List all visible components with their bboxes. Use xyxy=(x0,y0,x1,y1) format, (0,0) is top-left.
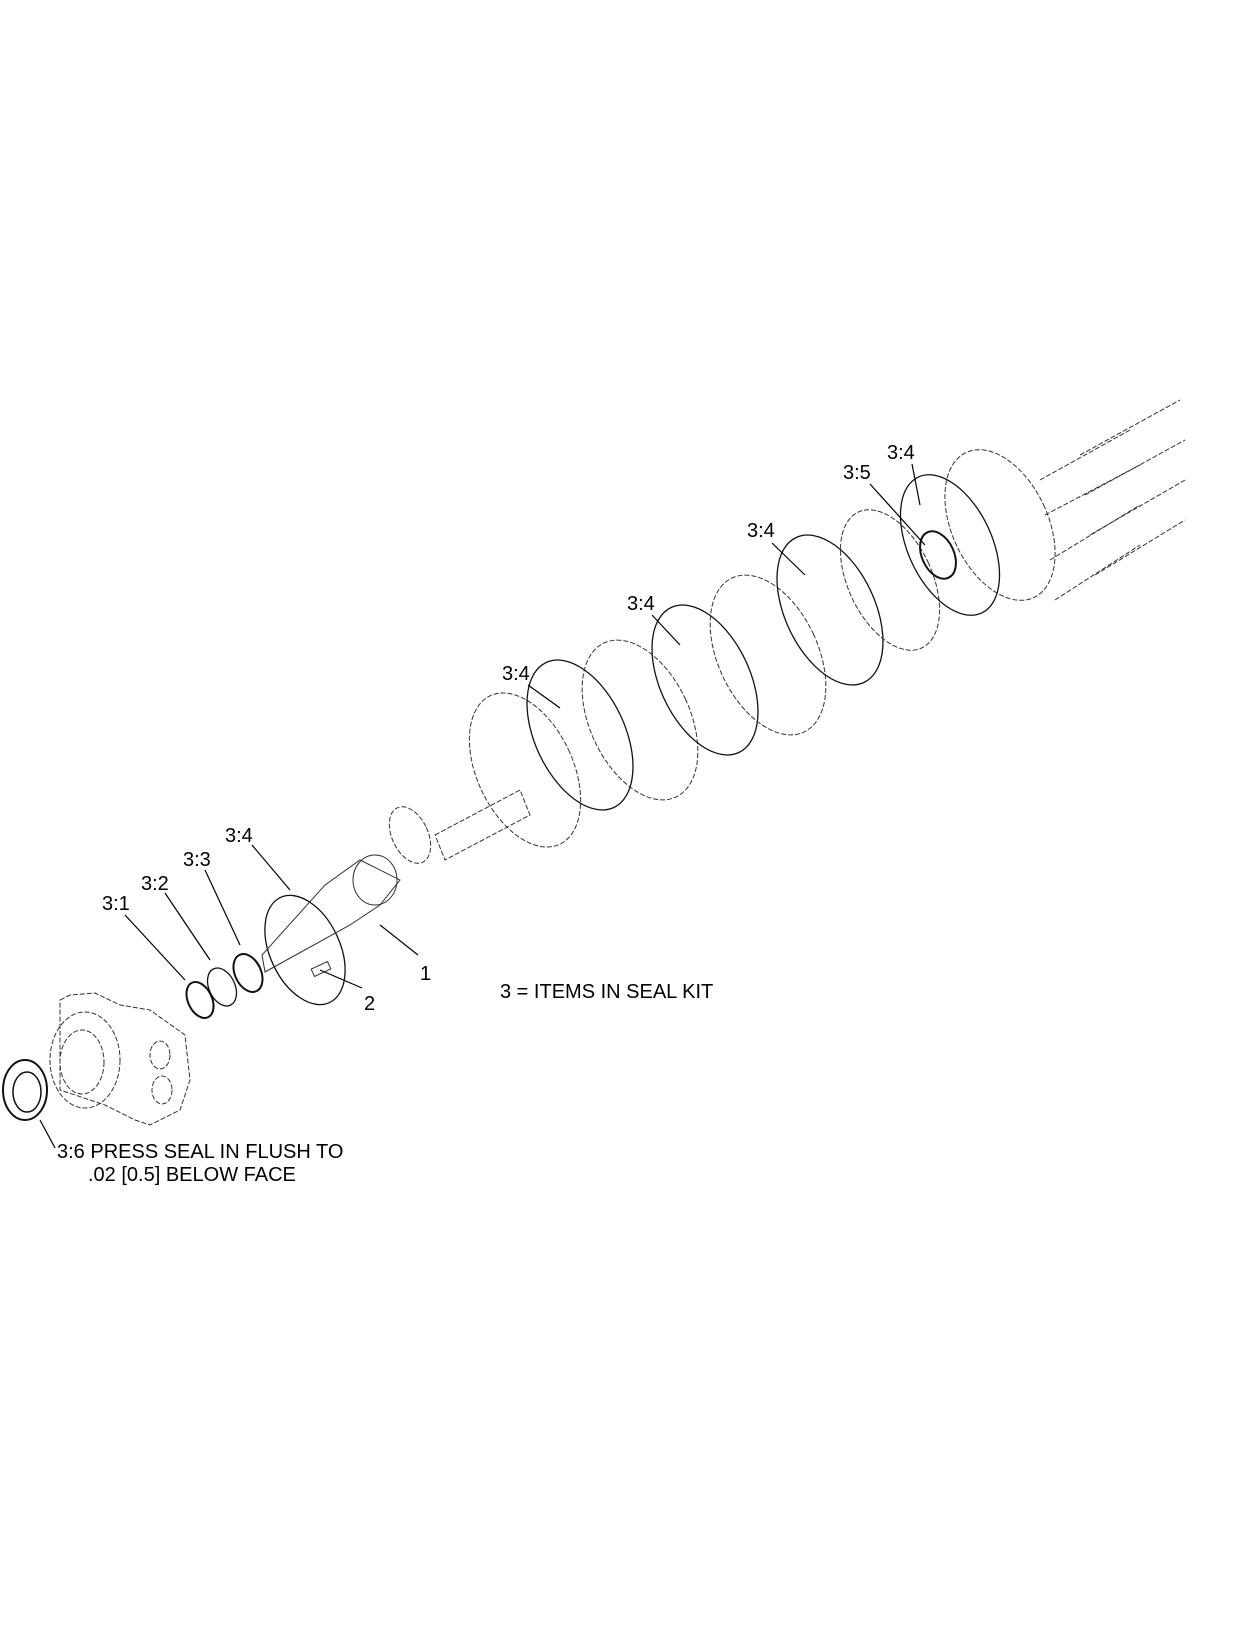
callout-3-1: 3:1 xyxy=(102,893,130,915)
shaft-seal-3-6 xyxy=(2,1059,48,1121)
ring-3-4-b xyxy=(526,659,634,811)
wear-plate xyxy=(468,692,582,848)
ring-3-5 xyxy=(919,530,957,580)
gerotor xyxy=(581,639,699,801)
callout-3-4-valve: 3:4 xyxy=(747,520,775,542)
thrust-bearing xyxy=(388,806,432,864)
valve-plate xyxy=(709,574,827,736)
callout-2: 2 xyxy=(364,993,375,1015)
seal-note-line1: 3:6 PRESS SEAL IN FLUSH TO xyxy=(57,1141,343,1163)
ring-3-4-e xyxy=(899,474,1001,616)
callout-3-3: 3:3 xyxy=(183,849,211,871)
ring-3-2 xyxy=(206,967,238,1007)
end-cover xyxy=(944,449,1056,601)
callout-3-4-wear-plate: 3:4 xyxy=(502,663,530,685)
callout-3-2: 3:2 xyxy=(141,873,169,895)
ring-3-3 xyxy=(232,953,264,993)
callout-3-4-end: 3:4 xyxy=(887,442,915,464)
ring-3-4-d xyxy=(776,534,884,686)
callout-3-5: 3:5 xyxy=(843,462,871,484)
motor-housing xyxy=(49,992,191,1126)
callout-3-4-shaft: 3:4 xyxy=(225,825,253,847)
callout-1: 1 xyxy=(420,963,431,985)
balance-plate xyxy=(839,509,941,651)
drive-link xyxy=(434,789,531,861)
cap-screws xyxy=(1039,399,1186,601)
seal-kit-note: 3 = ITEMS IN SEAL KIT xyxy=(500,981,713,1003)
callout-3-4-gerotor: 3:4 xyxy=(627,593,655,615)
ring-3-4-c xyxy=(651,604,759,756)
seal-note-line2: .02 [0.5] BELOW FACE xyxy=(88,1164,296,1186)
output-shaft xyxy=(261,854,401,1006)
leader-lines xyxy=(39,463,926,1149)
ring-3-1 xyxy=(185,981,215,1019)
